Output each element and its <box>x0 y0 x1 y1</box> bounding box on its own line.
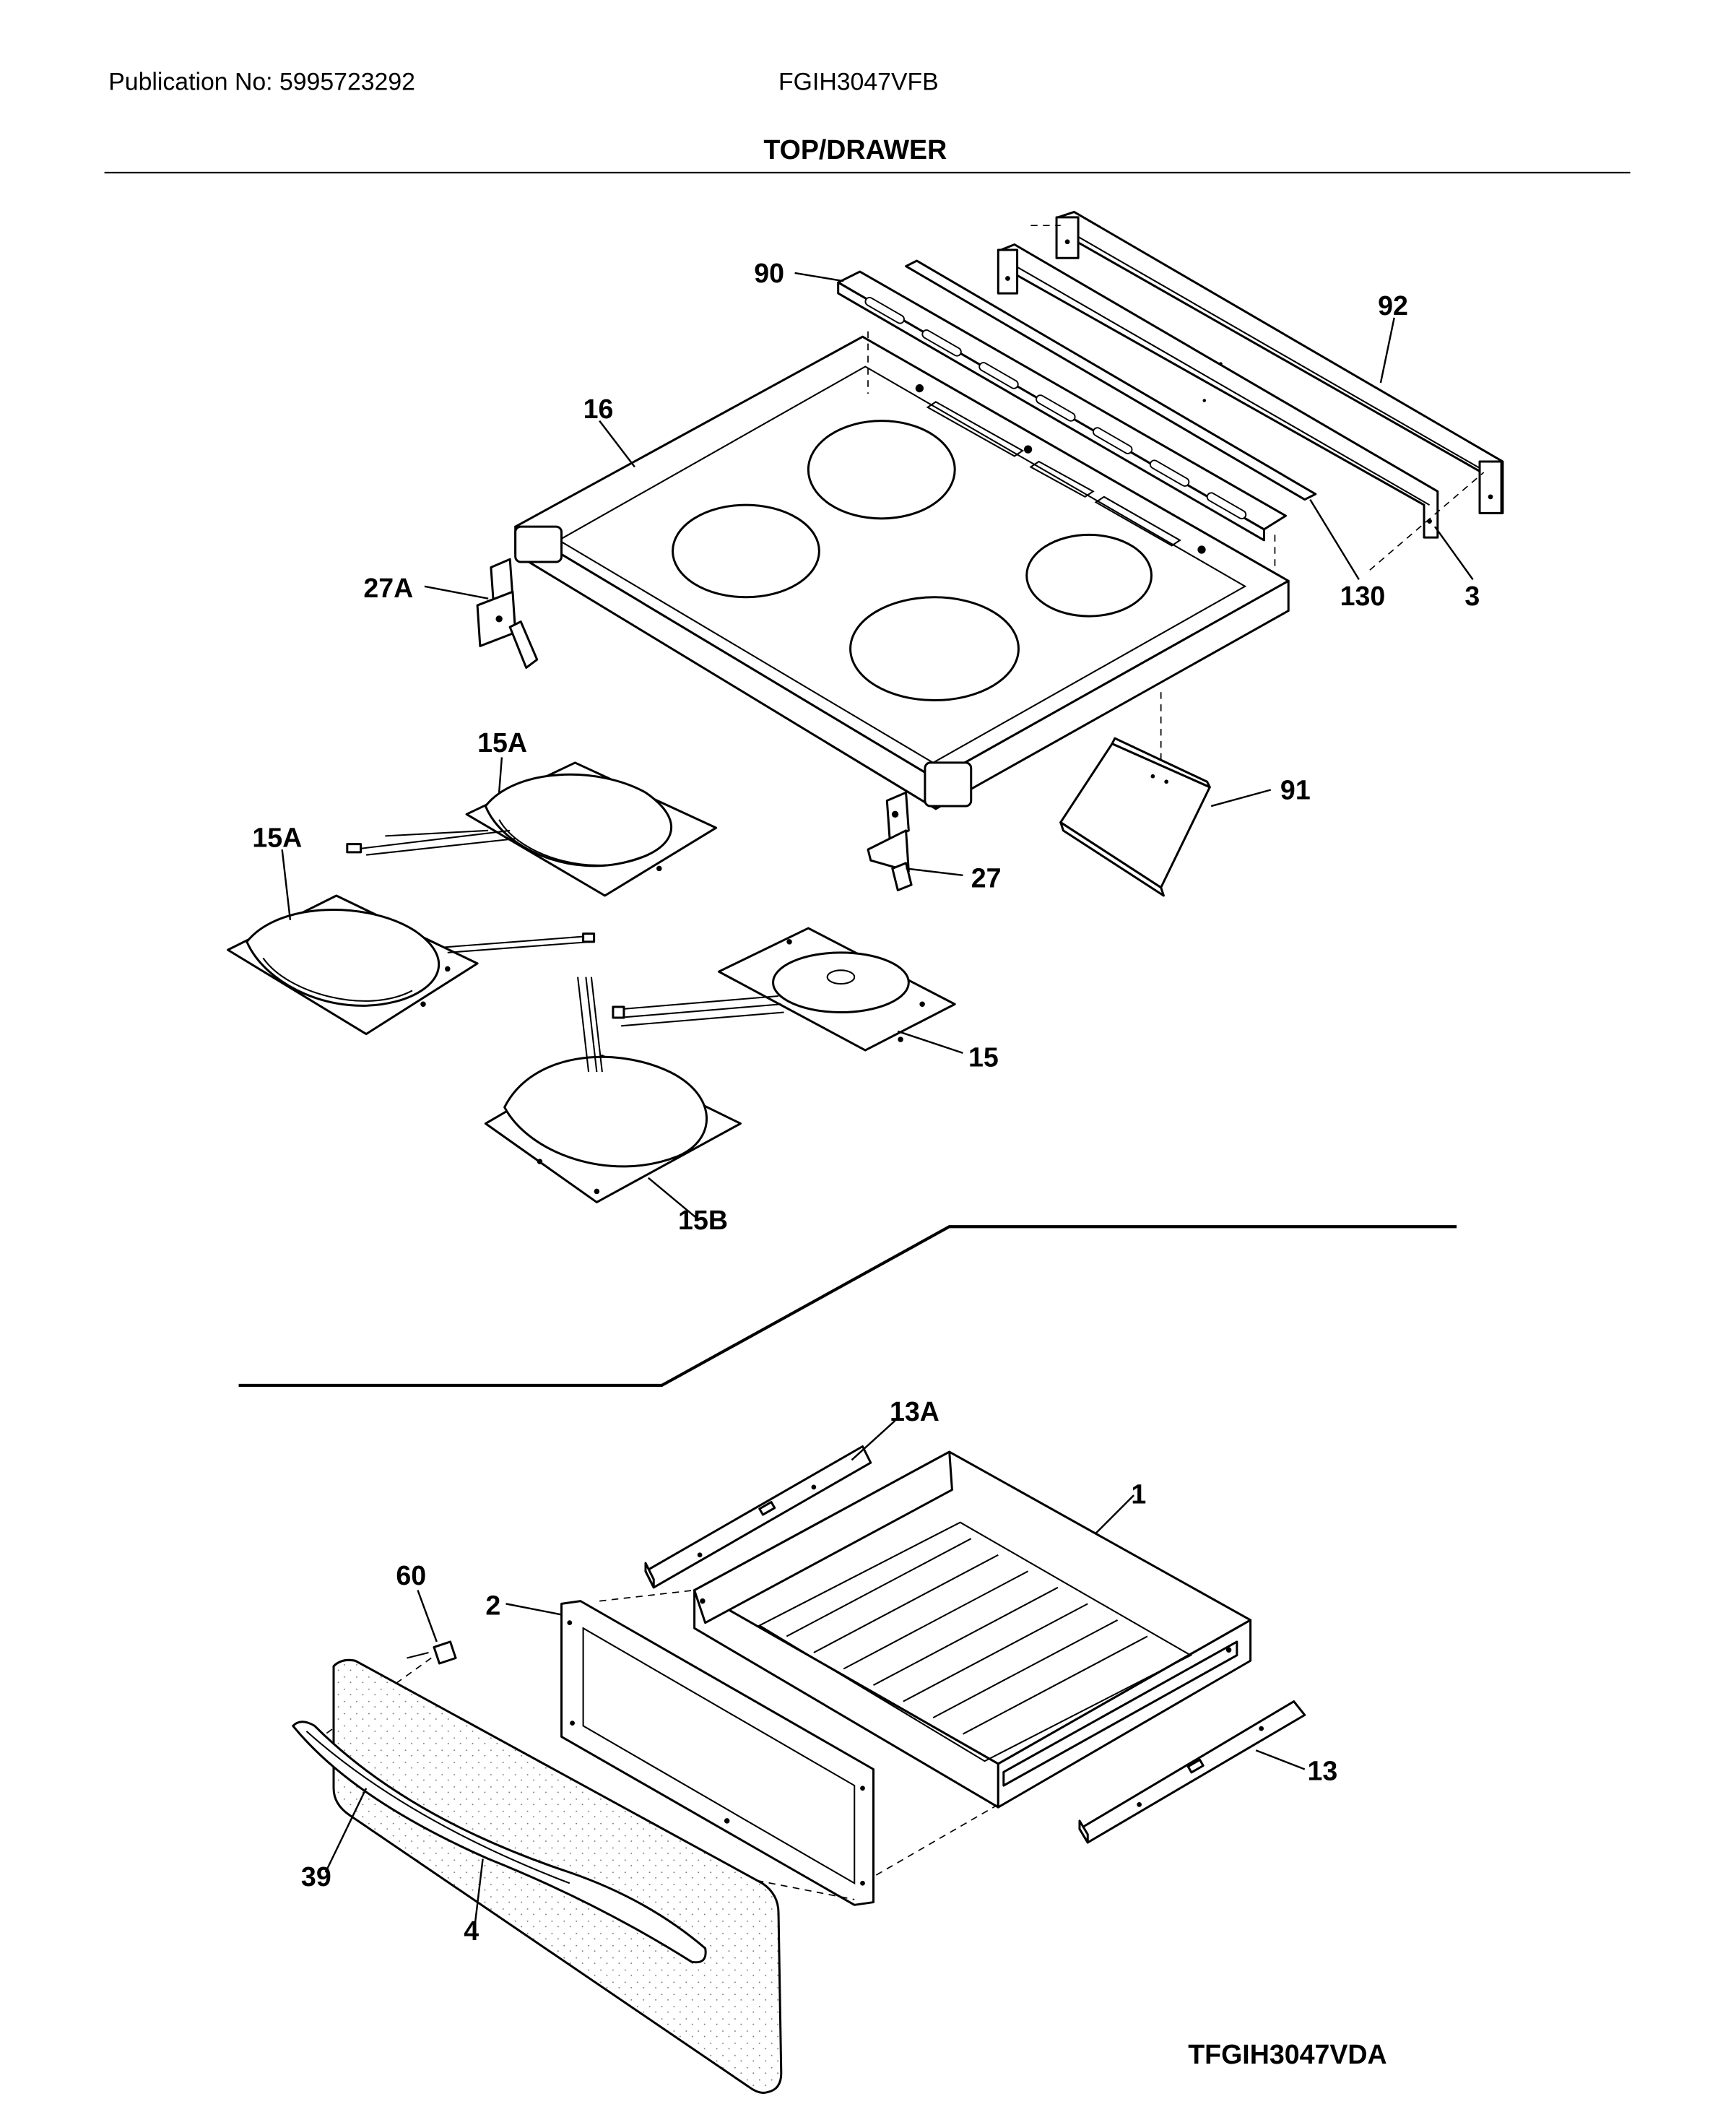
part-90-vent-trim <box>837 270 1287 542</box>
part-15-element-plate <box>612 927 956 1052</box>
model-number: FGIH3047VFB <box>778 68 939 95</box>
callout-39: 39 <box>301 1861 331 1892</box>
part-13-drawer-slide <box>1078 1700 1306 1844</box>
callout-13A: 13A <box>890 1396 939 1427</box>
section-title: TOP/DRAWER <box>763 134 947 165</box>
callout-labels: 90 92 16 27A 130 3 15A 15A 91 27 15 15B … <box>252 258 1480 1946</box>
callout-60: 60 <box>396 1560 426 1590</box>
part-4-drawer-front <box>292 1658 783 2094</box>
callout-90: 90 <box>754 258 784 288</box>
callout-1: 1 <box>1131 1479 1146 1509</box>
part-13A-drawer-slide <box>644 1445 872 1589</box>
part-60-screw <box>407 1640 457 1665</box>
diagram-code: TFGIH3047VDA <box>1188 2039 1386 2069</box>
callout-91: 91 <box>1280 775 1311 805</box>
callout-92: 92 <box>1378 290 1408 321</box>
part-27-bracket <box>867 791 913 891</box>
callout-15A-left: 15A <box>252 822 302 852</box>
callout-15A-top: 15A <box>477 727 527 758</box>
callout-16: 16 <box>583 394 614 424</box>
callout-130: 130 <box>1340 581 1386 611</box>
part-91-shelf <box>1059 737 1211 897</box>
part-130-strip <box>905 259 1317 501</box>
part-15A-element-left <box>227 894 596 1036</box>
part-3-rear-bracket <box>997 243 1439 539</box>
callout-15: 15 <box>968 1042 999 1073</box>
callout-27A: 27A <box>363 573 413 603</box>
part-1-drawer-body <box>693 1450 1252 1809</box>
callout-27: 27 <box>971 863 1002 893</box>
part-15A-element-top <box>346 761 718 897</box>
callout-3: 3 <box>1464 581 1480 611</box>
leader-lines <box>281 272 1474 1927</box>
section-divider <box>238 1225 1457 1388</box>
callout-13: 13 <box>1308 1756 1338 1786</box>
part-2-drawer-panel <box>560 1600 875 1906</box>
callout-15B: 15B <box>678 1205 728 1235</box>
part-27A-bracket <box>476 558 539 669</box>
callout-4: 4 <box>464 1916 479 1946</box>
callout-2: 2 <box>485 1590 500 1620</box>
part-15B-element <box>484 977 742 1203</box>
part-92-rear-trim <box>1055 210 1504 514</box>
part-16-cooktop <box>514 335 1290 810</box>
publication-number: Publication No: 5995723292 <box>108 68 415 95</box>
